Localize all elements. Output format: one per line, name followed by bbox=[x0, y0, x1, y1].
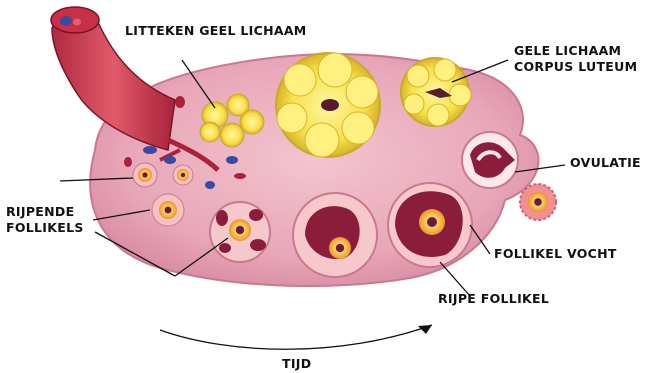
label-ovulation: OVULATIE bbox=[570, 155, 641, 170]
label-follicle-fluid: FOLLIKEL VOCHT bbox=[494, 246, 617, 261]
secondary-follicle bbox=[210, 202, 270, 262]
time-arrow bbox=[160, 325, 432, 349]
label-scar-yellow-body: LITTEKEN GEEL LICHAAM bbox=[125, 23, 307, 38]
label-follicles: FOLLIKELS bbox=[6, 220, 84, 235]
artery-cross-section bbox=[73, 19, 81, 26]
released-oocyte bbox=[520, 184, 556, 220]
vein-cross-section bbox=[60, 16, 72, 26]
label-ripe-follicle: RIJPE FOLLIKEL bbox=[438, 291, 549, 306]
corpus-luteum-large bbox=[276, 53, 380, 157]
label-corpus-luteum: CORPUS LUTEUM bbox=[514, 59, 637, 74]
ruptured-follicle bbox=[462, 132, 518, 188]
mature-follicle bbox=[388, 183, 472, 267]
corpus-luteum bbox=[401, 58, 471, 126]
label-ripening: RIJPENDE bbox=[6, 204, 74, 219]
antral-follicle bbox=[293, 193, 377, 277]
label-yellow-body: GELE LICHAAM bbox=[514, 43, 621, 58]
label-time: TIJD bbox=[282, 356, 311, 371]
